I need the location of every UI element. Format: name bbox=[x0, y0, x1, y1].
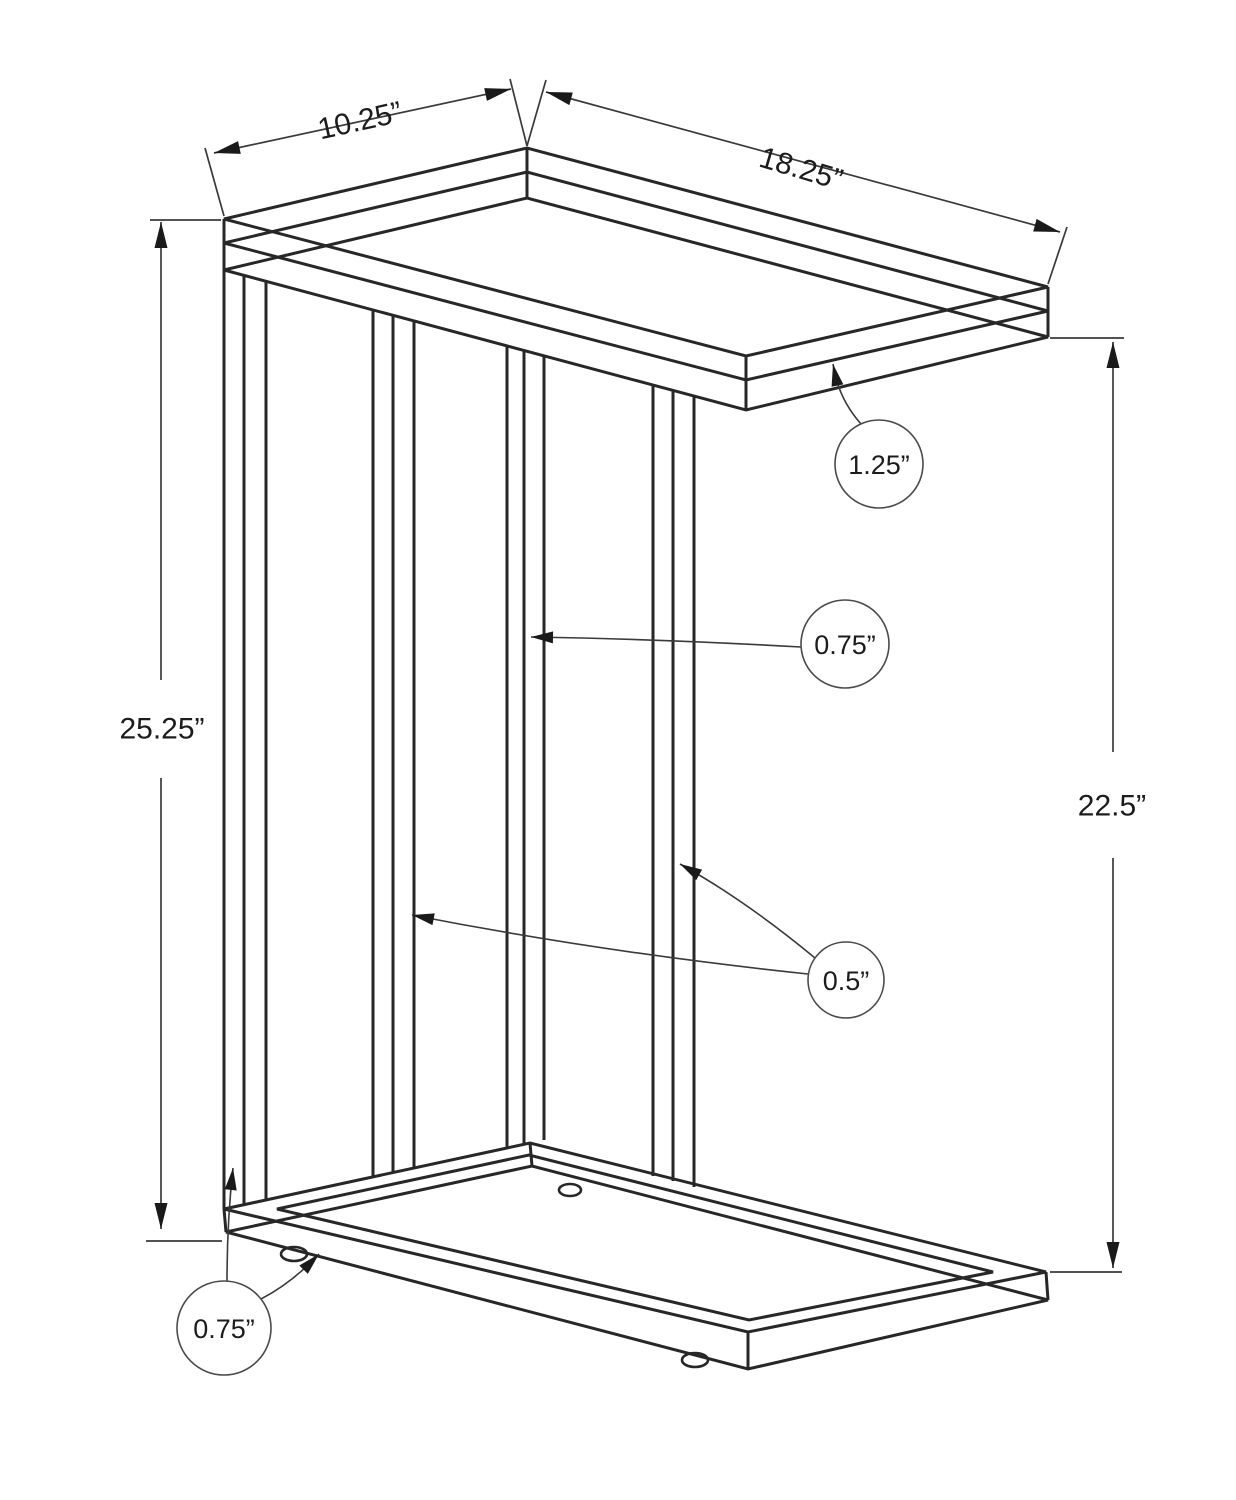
dimension-clearance-height: 22.5” bbox=[1050, 337, 1146, 1273]
dimension-label-top-length: 18.25” bbox=[756, 141, 847, 197]
base-foot bbox=[557, 1182, 583, 1198]
arrowhead bbox=[1033, 218, 1060, 232]
base-outer-top-ring bbox=[223, 1141, 1047, 1334]
dimension-line bbox=[213, 88, 512, 154]
leader-line bbox=[530, 636, 802, 648]
extension-line bbox=[1047, 226, 1068, 285]
arrowhead bbox=[546, 92, 573, 106]
extension-line bbox=[526, 79, 547, 147]
arrowhead bbox=[531, 631, 554, 644]
callout-bubble bbox=[834, 419, 924, 509]
arrowhead bbox=[412, 913, 435, 926]
callout-bubble bbox=[176, 1280, 272, 1376]
dimension-overall-height: 25.25” bbox=[119, 219, 222, 1242]
leg-front-left bbox=[222, 270, 268, 1209]
leg-back bbox=[505, 346, 546, 1148]
dimension-label-clearance-height: 22.5” bbox=[1078, 790, 1146, 823]
callout-leg-depth: 0.5” bbox=[411, 863, 885, 1019]
arrowhead bbox=[299, 1254, 319, 1274]
dimension-label-top-width: 10.25” bbox=[315, 96, 405, 147]
callout-leg-width: 0.75” bbox=[530, 599, 890, 689]
arrowhead bbox=[831, 364, 844, 387]
callout-bubble bbox=[800, 599, 890, 689]
arrowhead bbox=[154, 1203, 168, 1229]
dimension-label-overall-height: 25.25” bbox=[119, 713, 204, 746]
base-outer-bottom-ring bbox=[225, 1164, 1049, 1371]
arrowhead bbox=[1106, 1242, 1120, 1268]
base bbox=[222, 1141, 1050, 1371]
extension-line bbox=[509, 78, 528, 147]
arrowhead bbox=[224, 1168, 237, 1191]
leg-mid-right bbox=[651, 385, 696, 1187]
callout-label-top-thickness: 1.25” bbox=[848, 450, 910, 480]
base-corner-edge-back bbox=[528, 1142, 534, 1167]
legs bbox=[222, 270, 696, 1209]
leader-line bbox=[679, 863, 816, 959]
callout-bubble bbox=[807, 941, 885, 1019]
callout-label-base-thickness: 0.75” bbox=[193, 1314, 255, 1344]
callout-label-leg-width: 0.75” bbox=[814, 630, 876, 660]
arrowhead bbox=[680, 864, 703, 881]
arrowhead bbox=[154, 222, 168, 248]
tabletop-top-face bbox=[223, 146, 1049, 358]
arrowhead bbox=[214, 141, 241, 154]
leader-line bbox=[411, 914, 809, 975]
base-corner-edge-left bbox=[222, 1208, 228, 1233]
callout-label-leg-depth: 0.5” bbox=[823, 966, 870, 996]
arrowhead bbox=[1106, 342, 1120, 368]
dimension-line bbox=[545, 91, 1061, 233]
callout-base-thickness: 0.75” bbox=[176, 1167, 320, 1376]
base-corner-edge-right bbox=[1044, 1271, 1050, 1301]
extension-line bbox=[204, 147, 225, 217]
callout-top-thickness: 1.25” bbox=[832, 363, 924, 509]
table-top bbox=[222, 146, 1050, 412]
arrowhead bbox=[484, 88, 511, 101]
leg-mid-left bbox=[371, 310, 416, 1177]
base-inner-opening-ring bbox=[276, 1153, 994, 1322]
